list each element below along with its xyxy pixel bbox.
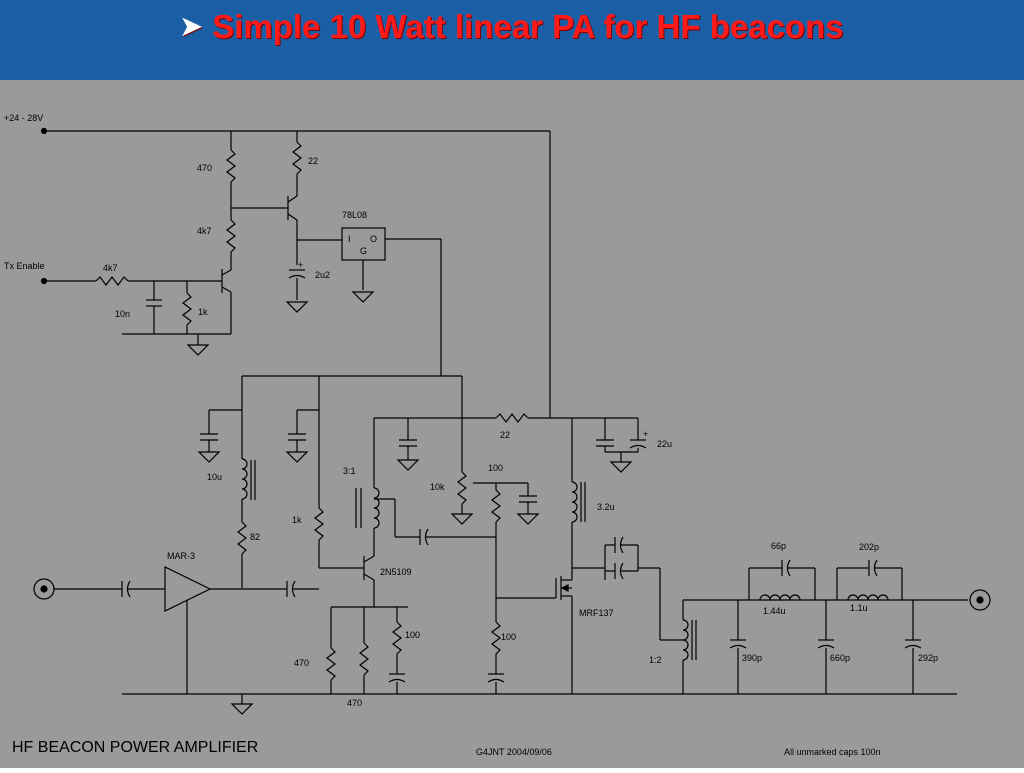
transformer-3to1 [355,418,420,538]
label-l-3u2: 3.2u [597,502,615,512]
resistor-4k7-mid [226,219,236,270]
transistor-npn-enable [221,269,232,334]
label-xfmr-3to1: 3:1 [343,466,356,476]
label-r-470-top: 470 [197,163,212,173]
bus-decoupling-caps [197,409,319,463]
potentiometer-100 [473,482,540,622]
label-mar3: MAR-3 [167,551,195,561]
amplifier-mar3 [164,566,287,694]
label-q-mrf137: MRF137 [579,608,614,618]
resistor-470-emit-a [326,607,336,694]
label-tx-enable: Tx Enable [4,261,45,271]
inductor-10u [241,458,256,522]
label-supply: +24 - 28V [4,113,43,123]
label-l-10u: 10u [207,472,222,482]
footer-author-date: G4JNT 2004/09/06 [476,747,552,757]
label-c-10n: 10n [115,309,130,319]
label-xfmr-1to2: 1:2 [649,655,662,665]
schematic-labels: +24 - 28V Tx Enable 470 22 4k7 4k7 78L08… [4,113,938,708]
label-l-1u44: 1.44u [763,606,786,616]
label-reg-pin-i: I [348,234,351,244]
resistor-82 [237,521,247,588]
label-r-4k7-mid: 4k7 [197,226,212,236]
output-coupling-caps [572,536,683,641]
title: ➤ Simple 10 Watt linear PA for HF beacons [0,8,1024,46]
label-plus-2u2: + [298,260,303,270]
inductor-3u2 [571,418,586,580]
title-text: Simple 10 Watt linear PA for HF beacons [212,8,844,45]
label-c-66p: 66p [771,541,786,551]
rf-input-connector [33,578,165,600]
schematic-panel: +24 - 28V Tx Enable 470 22 4k7 4k7 78L08… [0,80,1024,768]
ground-bus [122,693,957,715]
label-c-202p: 202p [859,542,879,552]
capacitor-2u2 [285,269,309,313]
label-regulator: 78L08 [342,210,367,220]
resistor-1k-bias [314,507,324,568]
tx-enable-input [40,276,222,286]
label-r-100-emit: 100 [405,630,420,640]
label-r-100-gate: 100 [501,632,516,642]
resistor-1k-tx [182,281,192,334]
capacitor-10n [146,281,162,334]
label-r-470-emit-b: 470 [347,698,362,708]
label-c-292p: 292p [918,653,938,663]
label-r-4k7-in: 4k7 [103,263,118,273]
label-r-1k-bias: 1k [292,515,302,525]
schematic-drawing [33,127,991,715]
footer-name: HF BEACON POWER AMPLIFIER [12,739,259,756]
label-r-100-pot: 100 [488,463,503,473]
label-r-22-top: 22 [308,156,318,166]
resistor-470-emit-b [359,607,369,694]
label-c-660p: 660p [830,653,850,663]
regulator-78l08 [341,227,442,376]
footer-note: All unmarked caps 100n [784,747,881,757]
label-r-22-series: 22 [500,430,510,440]
label-r-10k: 10k [430,482,445,492]
transistor-2n5109 [363,528,375,607]
capacitor-bypass-top [396,418,420,471]
label-c-22u: 22u [657,439,672,449]
resistor-10k [450,471,474,525]
transistor-pnp-switch [287,195,298,265]
arrow-bullet-icon: ➤ [180,11,203,41]
label-r-470-emit-a: 470 [294,658,309,668]
rf-output-connector [969,589,991,611]
resistor-470-top [226,131,236,220]
resistor-22-series [495,413,638,423]
label-l-1u1: 1.1u [850,603,868,613]
lowpass-filter [729,559,922,694]
label-r-82: 82 [250,532,260,542]
label-reg-pin-g: G [360,246,367,256]
title-bar: ➤ Simple 10 Watt linear PA for HF beacons [0,0,1024,80]
resistor-100-emit [388,607,406,694]
mosfet-mrf137 [555,576,573,694]
label-r-1k-tx: 1k [198,307,208,317]
label-q-2n5109: 2N5109 [380,567,412,577]
label-plus-22u: + [643,429,648,439]
label-reg-pin-o: O [370,234,377,244]
capacitor-22u [596,418,647,473]
label-c-390p: 390p [742,653,762,663]
resistor-22-top [292,131,302,196]
resistor-100-gate [487,621,505,694]
label-c-2u2: 2u2 [315,270,330,280]
